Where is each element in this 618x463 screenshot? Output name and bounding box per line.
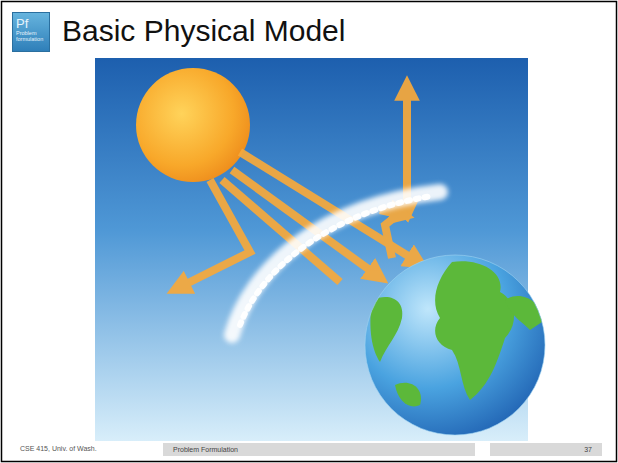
page-number-box: 37 <box>490 443 602 456</box>
sun <box>136 68 250 182</box>
footer-section: Problem Formulation <box>173 444 469 455</box>
course-footer: CSE 415, Univ. of Wash. <box>20 445 97 452</box>
earth <box>365 255 545 435</box>
badge-label: Problem formulation <box>16 30 47 42</box>
radiation-arrows <box>178 88 418 288</box>
badge-code: Pf <box>16 17 47 30</box>
page-number: 37 <box>496 444 592 455</box>
section-badge: PfProblem formulation <box>12 12 50 52</box>
slide-title: Basic Physical Model <box>62 14 345 48</box>
footer-section-box: Problem Formulation <box>163 443 475 456</box>
